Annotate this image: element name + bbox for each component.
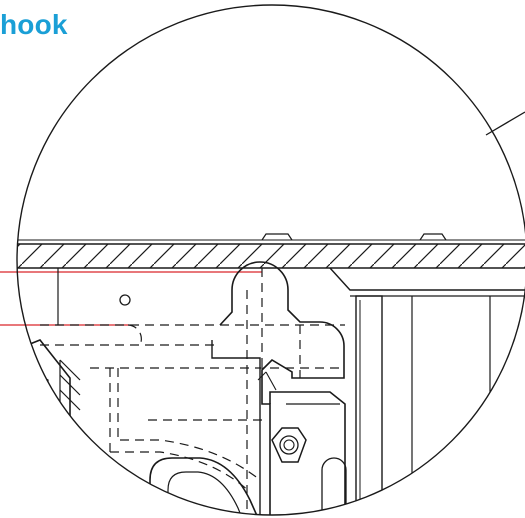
hatched-plate [17,244,525,268]
bolt-nut [271,427,307,463]
hook-outline [219,261,345,515]
detail-circle [16,4,525,516]
small-hole [119,294,131,306]
detail-view-content [17,233,525,515]
page-title: hook [0,9,68,40]
